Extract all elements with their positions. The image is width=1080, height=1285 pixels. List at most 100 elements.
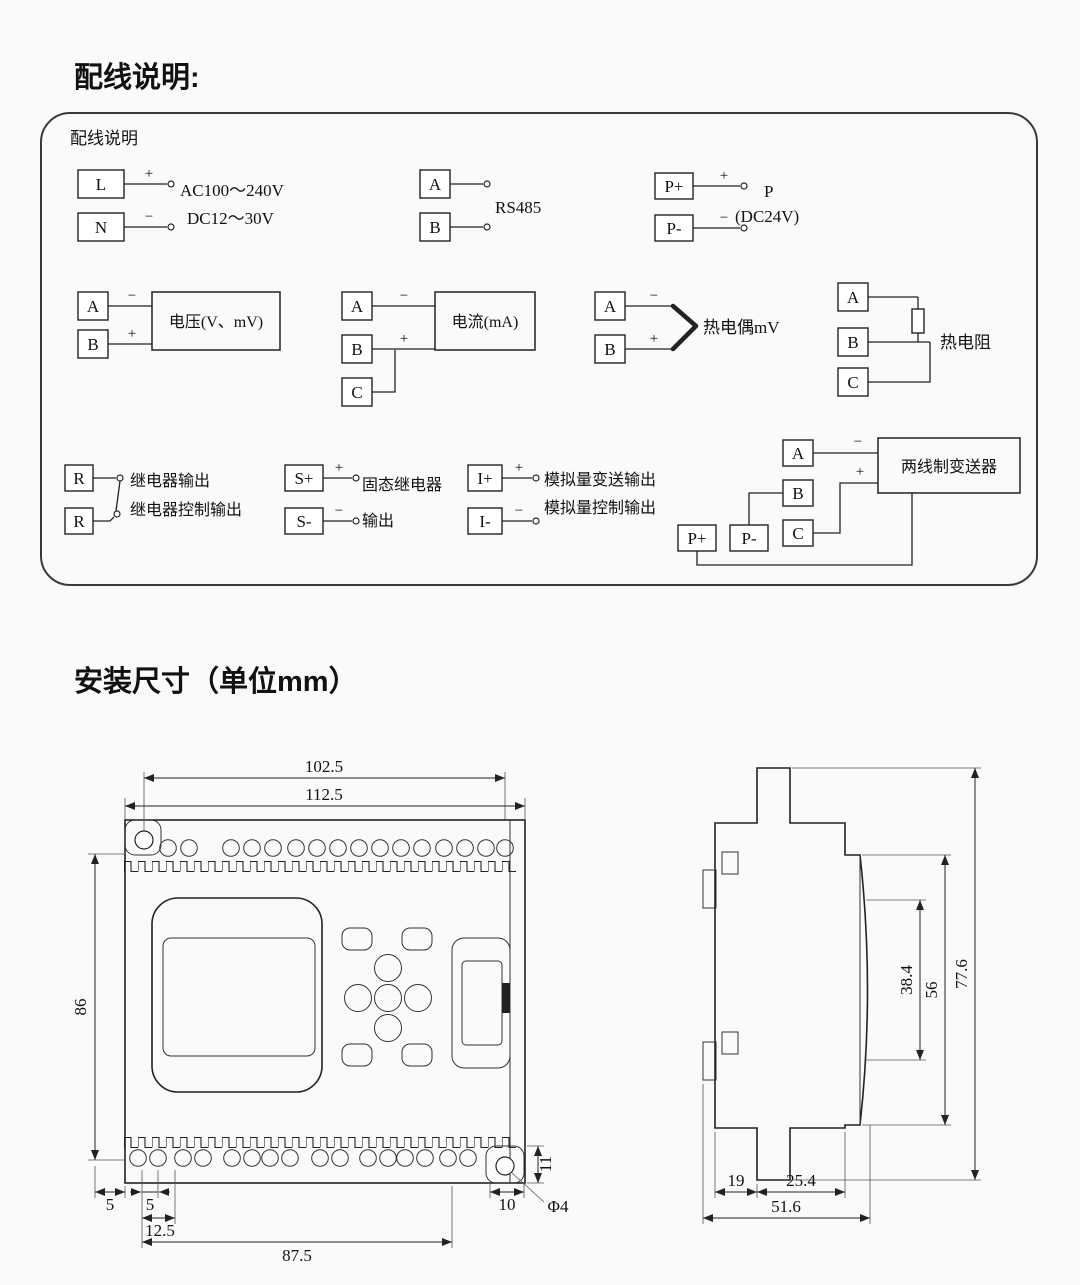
ssr-minus-sign: − xyxy=(335,503,343,519)
relay-label1: 继电器输出 xyxy=(130,472,210,490)
curr-minus-sign: − xyxy=(400,288,408,304)
analog-minus-sign: − xyxy=(515,503,523,519)
ssr-sm-label: S- xyxy=(296,512,311,531)
tc-plus-sign: + xyxy=(650,331,658,347)
dc24-output-wiring: P+ + P- − P (DC24V) xyxy=(654,168,799,242)
ssr-label1: 固态继电器 xyxy=(362,476,442,494)
p24-minus-sign: − xyxy=(720,210,728,226)
relay-R1-label: R xyxy=(73,469,85,488)
tx-C-label: C xyxy=(792,524,803,543)
terminal-box-Pplus xyxy=(677,524,717,552)
dim-51-6: 51.6 xyxy=(771,1197,801,1216)
terminal-box-B xyxy=(594,334,626,364)
transmitter-wiring: A B C P+ P- 两线制变送器 − + xyxy=(677,434,1021,566)
side-slot-top xyxy=(721,851,739,875)
dim-5b: 5 xyxy=(146,1195,155,1214)
mounting-hole-top-left xyxy=(134,830,154,850)
transmitter-block xyxy=(877,437,1021,494)
mounting-ear-top-left xyxy=(124,819,162,856)
button-center xyxy=(374,984,402,1012)
rtd-resistor-symbol xyxy=(911,308,925,334)
terminal-box-B xyxy=(782,479,814,507)
dim-height: 86 xyxy=(71,999,90,1016)
curr-C-label: C xyxy=(351,383,362,402)
thermocouple-input-wiring: A − B + 热电偶mV xyxy=(594,288,780,364)
volt-A-label: A xyxy=(87,297,100,316)
tx-pp-label: P+ xyxy=(687,529,706,548)
display-bezel xyxy=(151,897,323,1093)
rtd-C-label: C xyxy=(847,373,858,392)
terminal-box-Iplus xyxy=(467,464,503,492)
top-vent-strip xyxy=(124,860,516,872)
current-block xyxy=(434,291,536,351)
tc-minus-sign: − xyxy=(650,288,658,304)
rtd-label: 热电阻 xyxy=(940,333,991,352)
dim-38-4: 38.4 xyxy=(897,965,916,995)
rs485-A-label: A xyxy=(429,175,442,194)
button-right xyxy=(404,984,432,1012)
power-input-wiring: L + N − AC100～240V DC12～30V xyxy=(77,166,285,242)
terminal-L-label: L xyxy=(96,175,106,194)
analog-plus-sign: + xyxy=(515,460,523,476)
install-title: 安装尺寸（单位mm） xyxy=(74,666,358,698)
curr-B-label: B xyxy=(351,340,362,359)
button-bottom-left xyxy=(341,1043,373,1067)
installation-drawings: 102.5 112.5 86 5 5 12.5 8 xyxy=(71,757,981,1265)
dim-11: 11 xyxy=(536,1156,555,1172)
rtd-B-label: B xyxy=(847,333,858,352)
dim-56: 56 xyxy=(922,982,941,999)
dim-10: 10 xyxy=(499,1195,516,1214)
voltage-block xyxy=(151,291,281,351)
wiring-diagram: 配线说明 L + N − AC100～240V DC12～30V A B xyxy=(64,129,1021,566)
button-top-right xyxy=(401,927,433,951)
tx-minus-sign: − xyxy=(854,434,862,450)
page-title: 配线说明: xyxy=(74,62,200,94)
terminal-box-B xyxy=(77,329,109,359)
analog-output-wiring: I+ + I- − 模拟量变送输出 模拟量控制输出 xyxy=(467,460,656,535)
dim-hole-diameter: Φ4 xyxy=(548,1197,569,1216)
current-input-wiring: A − B + C 电流(mA) xyxy=(341,288,536,407)
ssr-sp-label: S+ xyxy=(294,469,313,488)
button-top-left xyxy=(341,927,373,951)
button-bottom-right xyxy=(401,1043,433,1067)
power-minus-sign: − xyxy=(145,209,153,225)
terminal-box-R1 xyxy=(64,464,94,492)
button-left xyxy=(344,984,372,1012)
current-block-label: 电流(mA) xyxy=(452,313,519,331)
volt-B-label: B xyxy=(87,335,98,354)
keypad xyxy=(341,927,433,1067)
p24-pp-label: P+ xyxy=(664,177,683,196)
tc-B-label: B xyxy=(604,340,615,359)
side-view xyxy=(702,767,869,1181)
terminal-box-N xyxy=(77,212,125,242)
front-view xyxy=(124,819,526,1184)
terminal-box-Pminus xyxy=(729,524,769,552)
display-window xyxy=(162,937,316,1057)
tc-A-label: A xyxy=(604,297,617,316)
dim-5a: 5 xyxy=(106,1195,115,1214)
terminal-box-Splus xyxy=(284,464,324,492)
terminal-box-A xyxy=(419,169,451,199)
terminal-box-L xyxy=(77,169,125,199)
rtd-input-wiring: A B C 热电阻 xyxy=(837,282,991,397)
voltage-block-label: 电压(V、mV) xyxy=(169,313,263,331)
wiring-box-title: 配线说明 xyxy=(70,129,138,148)
curr-A-label: A xyxy=(351,297,364,316)
dim-total-width: 112.5 xyxy=(305,785,343,804)
side-dimensions: 38.4 56 77.6 19 25.4 51.6 xyxy=(702,767,981,1224)
relay-output-wiring: R R 继电器输出 继电器控制输出 xyxy=(64,464,242,535)
p24-pm-label: P- xyxy=(666,219,681,238)
tc-label: 热电偶mV xyxy=(703,318,780,337)
front-dimensions: 102.5 112.5 86 5 5 12.5 8 xyxy=(71,757,569,1265)
wiring-panel-border xyxy=(40,112,1038,586)
ssr-output-wiring: S+ + S- − 固态继电器 输出 xyxy=(284,460,442,535)
analog-im-label: I- xyxy=(479,512,491,531)
rs485-wiring: A B RS485 xyxy=(419,169,541,242)
device-side-outline xyxy=(714,767,869,1181)
p24-plus-sign: + xyxy=(720,168,728,184)
voltage-input-wiring: A − B + 电压(V、mV) xyxy=(77,288,281,359)
dim-12-5: 12.5 xyxy=(145,1221,175,1240)
transmitter-label: 两线制变送器 xyxy=(901,458,997,476)
dim-25-4: 25.4 xyxy=(786,1171,816,1190)
analog-label2: 模拟量控制输出 xyxy=(544,499,656,517)
